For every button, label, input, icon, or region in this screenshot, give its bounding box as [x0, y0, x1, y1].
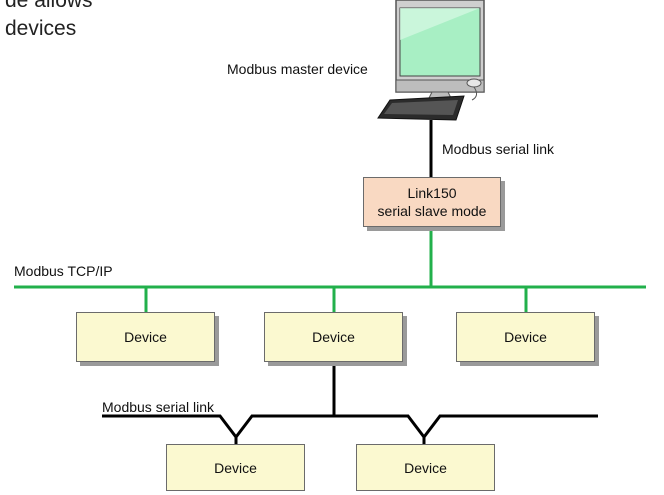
tcp-device-box: Device	[76, 312, 215, 362]
serial-link-top-label: Modbus serial link	[442, 141, 555, 157]
serial-link-bottom-label: Modbus serial link	[102, 399, 215, 415]
tcp-ip-label: Modbus TCP/IP	[14, 263, 113, 279]
device-label: Device	[124, 329, 167, 345]
intro-line-2: devices	[5, 17, 77, 40]
device-label: Device	[404, 459, 447, 476]
intro-text: de allows devices	[0, 0, 110, 44]
gateway-label-line-2: serial slave mode	[377, 203, 487, 219]
tcp-device-box: Device	[456, 312, 595, 362]
intro-line-1: de allows	[5, 0, 93, 12]
device-label: Device	[312, 329, 355, 345]
master-device-label: Modbus master device	[227, 61, 368, 77]
gateway-label-line-1: Link150	[407, 184, 457, 201]
serial-device-box: Device	[356, 444, 495, 491]
gateway-box: Link150 serial slave mode	[363, 177, 501, 227]
device-label: Device	[214, 459, 257, 476]
computer-icon	[377, 0, 485, 121]
tcp-device-box: Device	[264, 312, 403, 362]
serial-bus-line	[102, 414, 598, 440]
serial-device-box: Device	[166, 444, 305, 491]
device-label: Device	[504, 329, 547, 345]
